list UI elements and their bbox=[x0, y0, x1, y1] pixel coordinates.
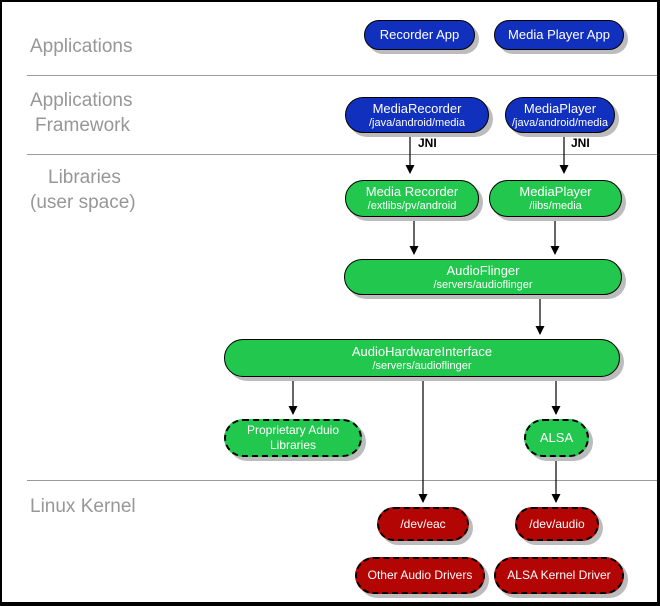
node-title: MediaPlayer bbox=[523, 100, 597, 116]
node-subtitle: /servers/audioflinger bbox=[433, 278, 533, 291]
node-dev-eac: /dev/eac bbox=[377, 507, 469, 541]
jni-label-right: JNI bbox=[571, 136, 590, 150]
node-title: Other Audio Drivers bbox=[367, 568, 473, 582]
node-alsa-kernel-driver: ALSA Kernel Driver bbox=[494, 557, 624, 594]
node-proprietary-audio-libraries: Proprietary Aduio Libraries bbox=[224, 419, 362, 457]
node-title: MediaRecorder bbox=[372, 100, 462, 116]
node-alsa: ALSA bbox=[524, 419, 589, 457]
node-audioflinger: AudioFlinger /servers/audioflinger bbox=[344, 259, 622, 295]
node-title: MediaPlayer bbox=[519, 184, 592, 199]
node-audio-hardware-interface: AudioHardwareInterface /servers/audiofli… bbox=[224, 339, 620, 377]
node-subtitle: /java/android/media bbox=[511, 116, 608, 129]
node-media-recorder-lib: Media Recorder /extlibs/pv/android bbox=[345, 180, 479, 217]
jni-label-left: JNI bbox=[418, 136, 437, 150]
node-subtitle: /java/android/media bbox=[368, 116, 465, 129]
node-title: Proprietary Aduio bbox=[246, 423, 340, 437]
layer-label-line: Applications bbox=[30, 36, 133, 57]
layer-label-line: Applications bbox=[30, 90, 133, 111]
node-subtitle: /libs/media bbox=[529, 200, 582, 212]
node-media-player-lib: MediaPlayer /libs/media bbox=[489, 180, 622, 217]
layer-label-line: Libraries bbox=[48, 167, 121, 188]
node-subtitle: /servers/audioflinger bbox=[372, 359, 472, 372]
node-title: AudioFlinger bbox=[446, 262, 520, 278]
node-title: ALSA bbox=[539, 430, 574, 445]
node-title: Media Player App bbox=[508, 27, 610, 42]
node-other-audio-drivers: Other Audio Drivers bbox=[355, 557, 485, 594]
node-media-player-framework: MediaPlayer /java/android/media bbox=[505, 97, 615, 133]
node-media-player-app: Media Player App bbox=[494, 20, 624, 50]
layer-label-applications-framework: Applications Framework bbox=[30, 88, 132, 138]
layer-label-line: (user space) bbox=[30, 192, 136, 213]
node-title: /dev/eac bbox=[400, 516, 446, 531]
layer-label-applications: Applications bbox=[30, 34, 132, 59]
layer-divider-3 bbox=[27, 480, 657, 481]
node-subtitle: /extlibs/pv/android bbox=[367, 200, 457, 212]
layer-label-line: Framework bbox=[35, 115, 131, 136]
node-title: Recorder App bbox=[379, 27, 460, 42]
layer-label-linux-kernel: Linux Kernel bbox=[30, 494, 136, 519]
node-title: Media Recorder bbox=[365, 184, 459, 199]
layer-divider-2 bbox=[27, 154, 657, 155]
layer-label-line: Linux Kernel bbox=[30, 496, 136, 517]
layer-label-libraries: Libraries (user space) bbox=[30, 165, 136, 215]
layer-divider-1 bbox=[27, 75, 657, 76]
node-title: ALSA Kernel Driver bbox=[507, 568, 611, 582]
node-title: AudioHardwareInterface bbox=[351, 343, 493, 359]
node-title: /dev/audio bbox=[529, 516, 585, 531]
node-title-line2: Libraries bbox=[269, 438, 317, 452]
node-media-recorder-framework: MediaRecorder /java/android/media bbox=[345, 97, 489, 133]
node-recorder-app: Recorder App bbox=[364, 20, 475, 50]
node-dev-audio: /dev/audio bbox=[515, 507, 599, 541]
